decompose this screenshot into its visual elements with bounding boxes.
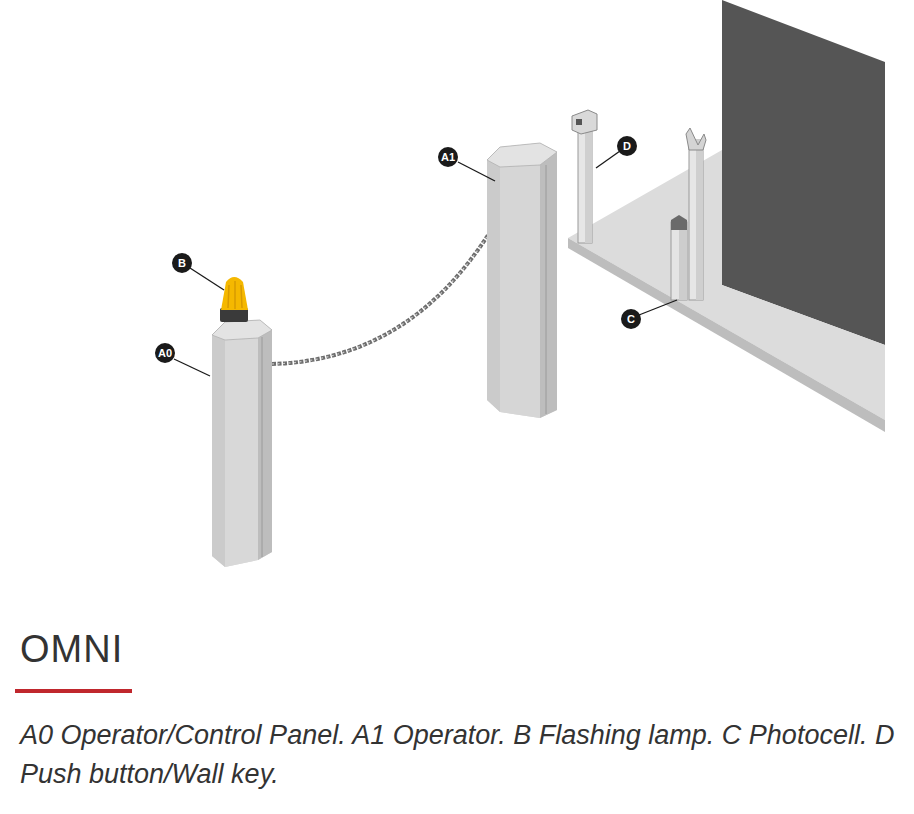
lamp-ribs [228, 281, 242, 309]
key-post [578, 128, 592, 243]
wall-key-slot [576, 119, 582, 125]
chain [272, 210, 503, 364]
photocell-head [671, 215, 687, 230]
callout-label: B [172, 253, 192, 273]
operator-panel-left-face [212, 335, 225, 567]
flashing-lamp [221, 277, 248, 310]
photocell-post [671, 222, 687, 300]
operator-seam [546, 165, 547, 414]
operator-top [487, 143, 557, 167]
wall-key-box [572, 110, 597, 134]
operator-panel-top [212, 320, 272, 340]
callout-label: A1 [438, 147, 458, 167]
post-top [686, 128, 706, 150]
diagram-title: OMNI [20, 628, 123, 671]
operator-right-face [540, 152, 557, 418]
post-side [696, 140, 703, 300]
platform [568, 150, 885, 420]
wall [722, 0, 885, 345]
operator-panel-front-face [225, 338, 258, 567]
chain-links [272, 210, 503, 364]
leader-lines [174, 151, 677, 376]
operator-left-face [487, 160, 500, 412]
callout-label: A0 [155, 343, 175, 363]
post [689, 140, 703, 300]
platform-edge [568, 238, 885, 432]
callout-label: C [621, 309, 641, 329]
operator-panel-seam [262, 337, 263, 557]
callout-label: D [617, 136, 637, 156]
operator-panel-body [212, 320, 272, 567]
key-post-side [585, 128, 592, 243]
operator-front-face [500, 165, 540, 418]
operator-panel-right-face [258, 330, 272, 560]
lamp-base [220, 308, 248, 322]
title-underline [15, 689, 132, 693]
diagram-caption: A0 Operator/Control Panel. A1 Operator. … [20, 716, 900, 794]
operator-body [487, 143, 557, 418]
photocell-side [679, 222, 687, 300]
